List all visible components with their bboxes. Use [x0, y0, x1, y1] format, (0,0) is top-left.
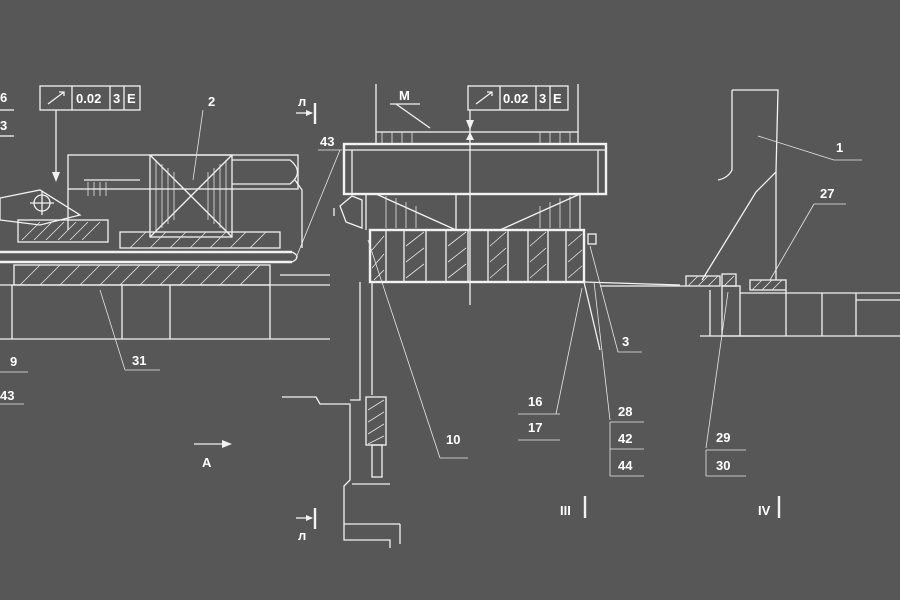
label-28: 28	[618, 404, 632, 419]
label-a: A	[202, 455, 212, 470]
tolerance-datum-center: 3	[539, 91, 546, 106]
right-assembly: 1 27 29 30 IV	[600, 89, 900, 518]
left-assembly: 0.02 3 E 6 3	[0, 85, 342, 470]
label-29: 29	[716, 430, 730, 445]
label-17: 17	[528, 420, 542, 435]
tolerance-ref-center: E	[553, 91, 562, 106]
label-44: 44	[618, 458, 633, 473]
section-l-top: л	[298, 94, 306, 109]
label-10: 10	[446, 432, 460, 447]
tolerance-ref-left: E	[127, 91, 136, 106]
label-m: M	[399, 88, 410, 103]
label-9: 9	[10, 354, 17, 369]
tolerance-frame-center: 0.02 3 E	[467, 85, 569, 111]
label-31: 31	[132, 353, 146, 368]
tolerance-datum-left: 3	[113, 91, 120, 106]
tolerance-value-center: 0.02	[503, 91, 528, 106]
label-6-cut: 6	[0, 90, 7, 105]
center-assembly: M 0.02 3 E	[282, 84, 681, 548]
label-16: 16	[528, 394, 542, 409]
label-42: 42	[618, 431, 632, 446]
view-iv-label: IV	[758, 503, 771, 518]
section-l-bottom: л	[298, 528, 306, 543]
view-iii-label: III	[560, 503, 571, 518]
tolerance-frame-left: 0.02 3 E	[39, 85, 141, 182]
label-3: 3	[622, 334, 629, 349]
label-43-left: 43	[0, 388, 14, 403]
label-3-cut: 3	[0, 118, 7, 133]
label-27: 27	[820, 186, 834, 201]
label-1: 1	[836, 140, 843, 155]
tolerance-value-left: 0.02	[76, 91, 101, 106]
label-30: 30	[716, 458, 730, 473]
section-marks: л л	[296, 94, 317, 543]
label-2: 2	[208, 94, 215, 109]
label-43-top: 43	[320, 134, 334, 149]
